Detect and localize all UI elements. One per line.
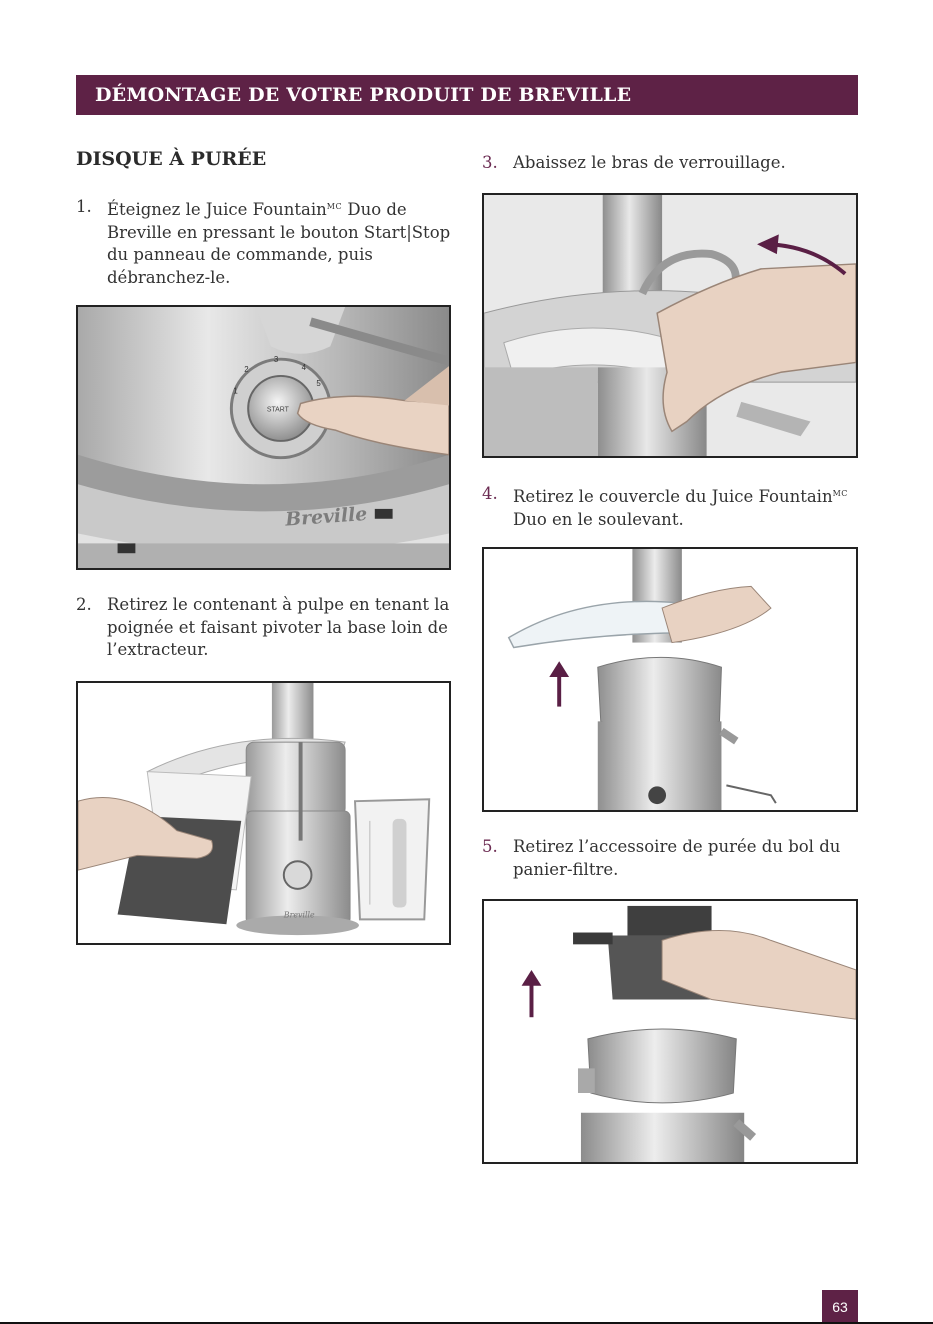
step-number: 1. xyxy=(76,197,92,216)
step-text: Retirez le couvercle du Juice FountainMC… xyxy=(513,483,848,531)
page-number: 63 xyxy=(822,1290,858,1324)
photo-lift-cover xyxy=(482,547,858,812)
step-line: Retirez le contenant à pulpe en tenant l… xyxy=(107,595,450,614)
photo-control-dial: START 1 2 3 4 5 Breville xyxy=(76,305,451,570)
step-line: Duo de xyxy=(342,200,407,219)
step-number: 5. xyxy=(482,837,498,856)
photo-puree-accessory xyxy=(482,899,858,1164)
step-line: Breville en pressant le bouton Start|Sto… xyxy=(107,222,451,242)
step-text: Éteignez le Juice FountainMC Duo de Brev… xyxy=(107,196,450,289)
step-line: poignée et faisant pivoter la base loin … xyxy=(107,617,448,637)
step-line: Abaissez le bras de verrouillage. xyxy=(513,153,786,172)
step-text: Retirez l’accessoire de purée du bol du … xyxy=(513,836,840,881)
section-banner: DÉMONTAGE DE VOTRE PRODUIT DE BREVILLE xyxy=(76,75,858,115)
step-text: Abaissez le bras de verrouillage. xyxy=(513,152,786,175)
step-line: l’extracteur. xyxy=(107,640,209,659)
trademark-mark: MC xyxy=(326,202,343,211)
trademark-mark: MC xyxy=(832,489,848,498)
step-line: panier-filtre. xyxy=(513,859,619,879)
dial-number: 4 xyxy=(302,363,307,372)
photo-pulp-container: Breville xyxy=(76,681,451,945)
section-heading: DISQUE À PURÉE xyxy=(76,148,267,170)
step-number: 2. xyxy=(76,595,92,614)
brand-logo: Breville xyxy=(283,910,315,919)
step-line: Éteignez le Juice Fountain xyxy=(107,200,327,219)
step-line: Duo en le soulevant. xyxy=(513,509,684,529)
step-line: du panneau de commande, puis xyxy=(107,245,373,264)
step-number: 4. xyxy=(482,484,498,503)
dial-number: 1 xyxy=(233,387,237,396)
page-bottom-rule xyxy=(0,1322,933,1324)
step-text: Retirez le contenant à pulpe en tenant l… xyxy=(107,594,449,662)
step-line: Retirez l’accessoire de purée du bol du xyxy=(513,837,841,856)
step-number: 3. xyxy=(482,153,498,172)
step-line: Retirez le couvercle du Juice Fountain xyxy=(513,487,833,506)
dial-number: 5 xyxy=(316,379,321,388)
banner-title: DÉMONTAGE DE VOTRE PRODUIT DE BREVILLE xyxy=(95,84,632,106)
photo-locking-arm xyxy=(482,193,858,458)
step-line: débranchez-le. xyxy=(107,267,231,287)
dial-number: 3 xyxy=(274,355,279,364)
dial-number: 2 xyxy=(244,365,248,374)
dial-label: START xyxy=(267,406,290,413)
